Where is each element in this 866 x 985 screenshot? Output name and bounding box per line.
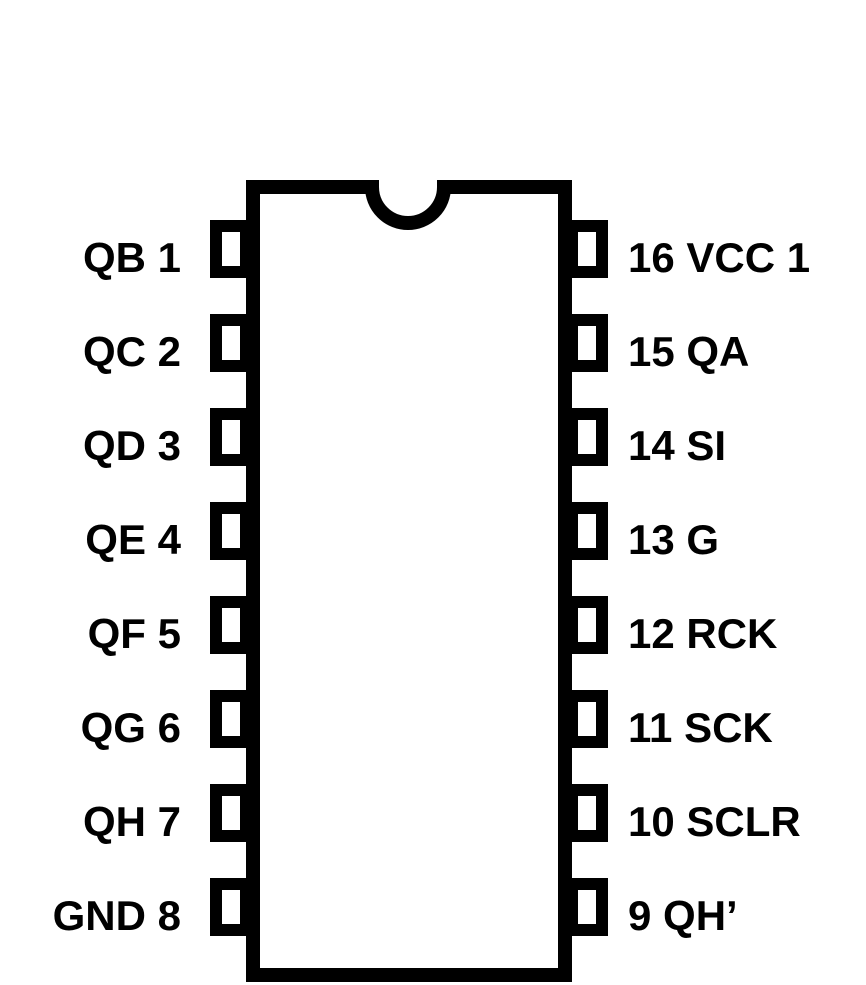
- right-pins: 16 VCC 1 15 QA 14 SI 13 G 12 RCK 11 SCK 10 SCL…: [566, 220, 810, 939]
- right-pin-12: [566, 596, 608, 654]
- right-pin-label-9: 9 QH’: [628, 892, 738, 939]
- right-pin-label-12: 12 RCK: [628, 610, 777, 657]
- left-pins: QB 1 QC 2 QD 3 QE 4 QF 5 QG 6 QH 7 GND 8: [53, 220, 252, 939]
- left-pin-label-4: QE 4: [85, 516, 181, 563]
- right-pin-10: [566, 784, 608, 842]
- left-pin-3: [210, 408, 252, 466]
- left-pin-7: [210, 784, 252, 842]
- right-pin-11: [566, 690, 608, 748]
- right-pin-9: [566, 878, 608, 936]
- left-pin-label-1: QB 1: [83, 234, 181, 281]
- left-pin-label-8: GND 8: [53, 892, 181, 939]
- left-pin-2: [210, 314, 252, 372]
- left-pin-5: [210, 596, 252, 654]
- right-pin-14: [566, 408, 608, 466]
- left-pin-1: [210, 220, 252, 278]
- right-pin-16: [566, 220, 608, 278]
- left-pin-8: [210, 878, 252, 936]
- right-pin-label-10: 10 SCLR: [628, 798, 801, 845]
- left-pin-label-5: QF 5: [88, 610, 181, 657]
- left-pin-label-6: QG 6: [81, 704, 181, 751]
- left-pin-label-3: QD 3: [83, 422, 181, 469]
- right-pin-label-14: 14 SI: [628, 422, 726, 469]
- right-pin-label-13: 13 G: [628, 516, 719, 563]
- left-pin-6: [210, 690, 252, 748]
- right-pin-label-16: 16 VCC 1: [628, 234, 810, 281]
- right-pin-label-15: 15 QA: [628, 328, 749, 375]
- left-pin-label-2: QC 2: [83, 328, 181, 375]
- left-pin-4: [210, 502, 252, 560]
- left-pin-label-7: QH 7: [83, 798, 181, 845]
- right-pin-15: [566, 314, 608, 372]
- right-pin-label-11: 11 SCK: [628, 704, 773, 751]
- right-pin-13: [566, 502, 608, 560]
- chip-body: [246, 180, 572, 982]
